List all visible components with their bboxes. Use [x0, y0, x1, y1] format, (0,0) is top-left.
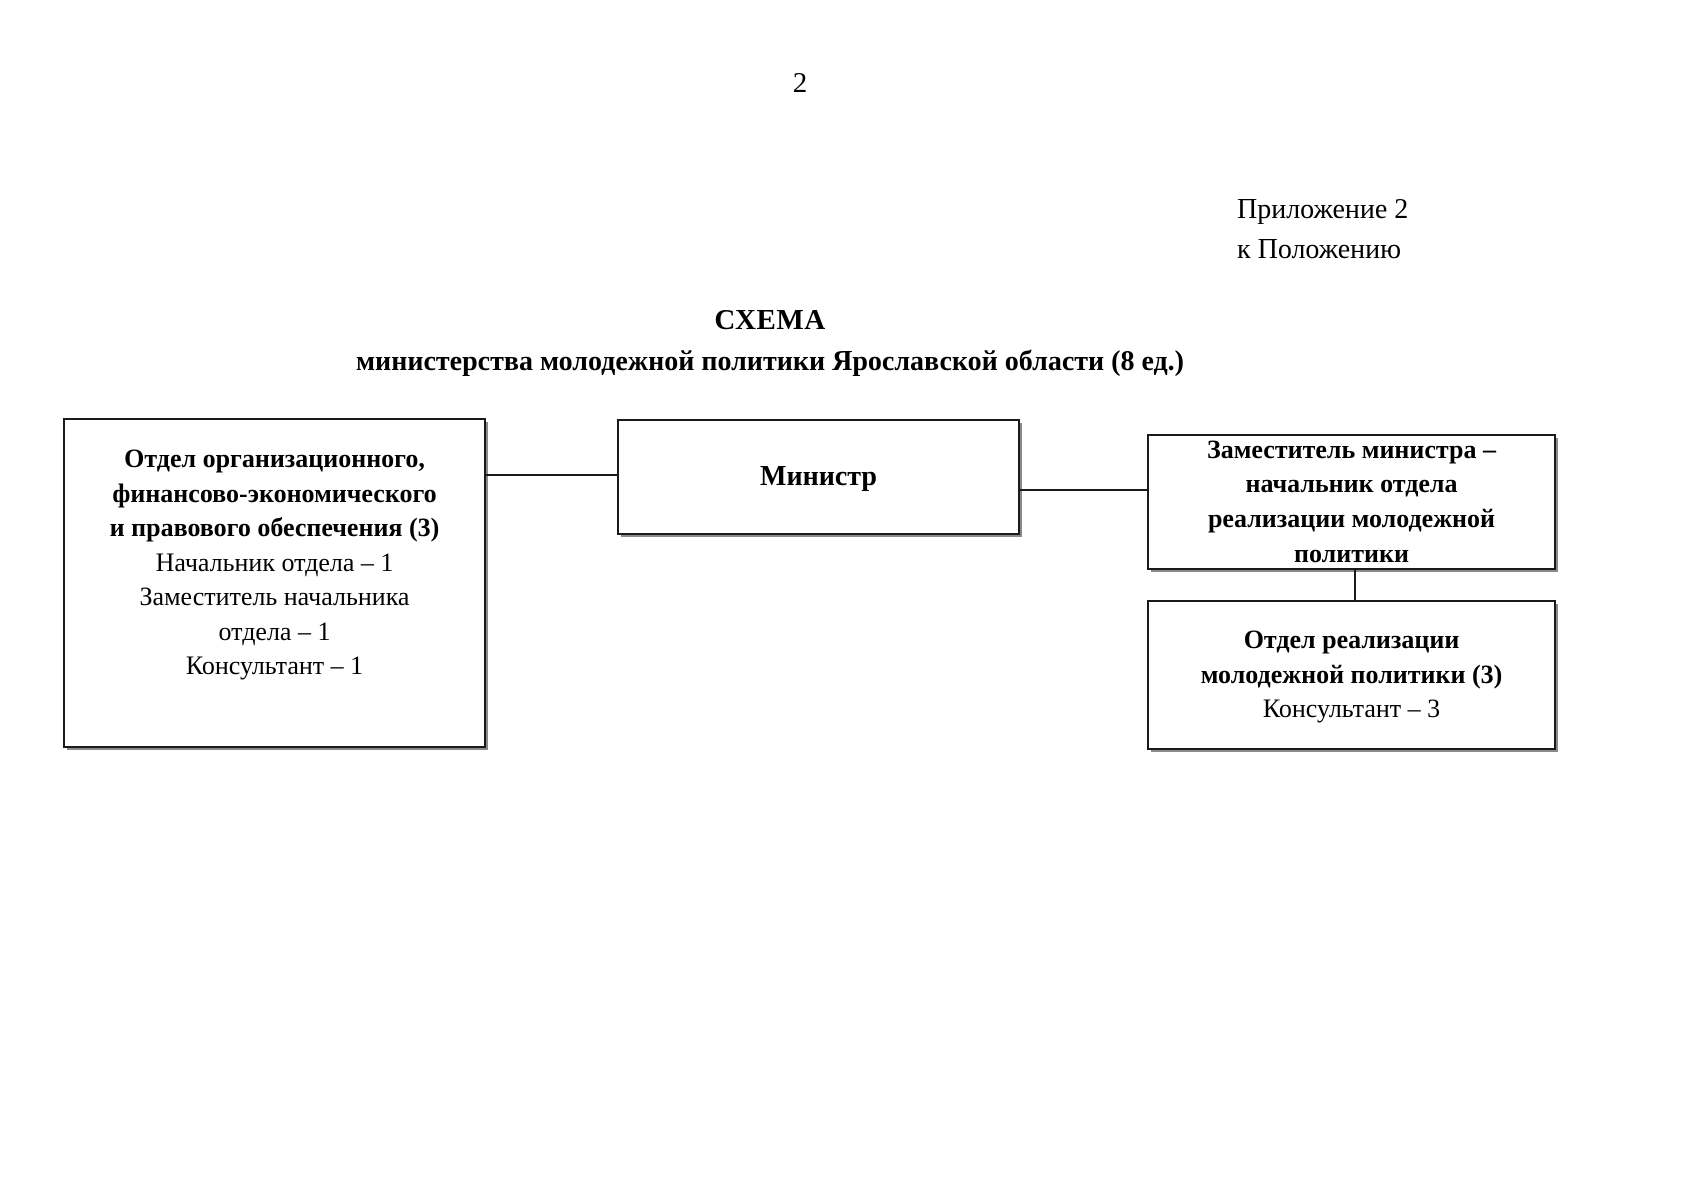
org-chart-node-line: Консультант – 3: [1262, 694, 1441, 724]
appendix-reference: Приложение 2 к Положению: [1237, 190, 1408, 270]
org-chart-node-line: и правового обеспечения (3): [109, 513, 440, 543]
title-block: СХЕМА министерства молодежной политики Я…: [0, 303, 1540, 379]
org-chart-node-line: финансово-экономического: [112, 478, 437, 508]
org-chart-node-line: Заместитель министра –: [1207, 434, 1496, 464]
appendix-line-1: Приложение 2: [1237, 194, 1409, 225]
org-chart-node-line: Отдел реализации: [1243, 625, 1460, 655]
org-chart-node-line: политики: [1294, 538, 1409, 568]
org-chart-node-implementation-department: Отдел реализации молодежной политики (3) К…: [1147, 600, 1556, 750]
org-chart-node-line: отдела – 1: [218, 616, 331, 646]
org-chart-node-org-department: Отдел организационного, финансово-экономи…: [63, 418, 486, 748]
org-chart-node-line: начальник отдела: [1245, 469, 1458, 499]
org-chart-node-line: Начальник отдела – 1: [155, 547, 394, 577]
org-chart-node-line: Консультант – 1: [185, 651, 364, 681]
page-subtitle: министерства молодежной политики Ярослав…: [355, 345, 1185, 377]
page-number: 2: [792, 67, 808, 99]
org-chart-node-deputy-minister: Заместитель министра – начальник отдела ре…: [1147, 434, 1556, 570]
connector-deputy-minister-to-implementation-department: [1354, 570, 1356, 602]
org-chart-node-line: реализации молодежной: [1207, 504, 1496, 533]
appendix-line-2: к Положению: [1237, 233, 1402, 265]
org-chart-node-line: Заместитель начальника: [139, 582, 410, 612]
org-chart-node-line: Отдел организационного,: [124, 444, 425, 473]
org-chart-node-line: молодежной политики (3): [1200, 659, 1503, 689]
org-chart-node-minister: Министр: [617, 419, 1020, 535]
connector-org-department-to-minister: [486, 474, 619, 476]
connector-minister-to-deputy-minister: [1020, 489, 1149, 491]
org-chart-node-line: Министр: [760, 461, 877, 493]
page-title: СХЕМА: [714, 304, 826, 336]
